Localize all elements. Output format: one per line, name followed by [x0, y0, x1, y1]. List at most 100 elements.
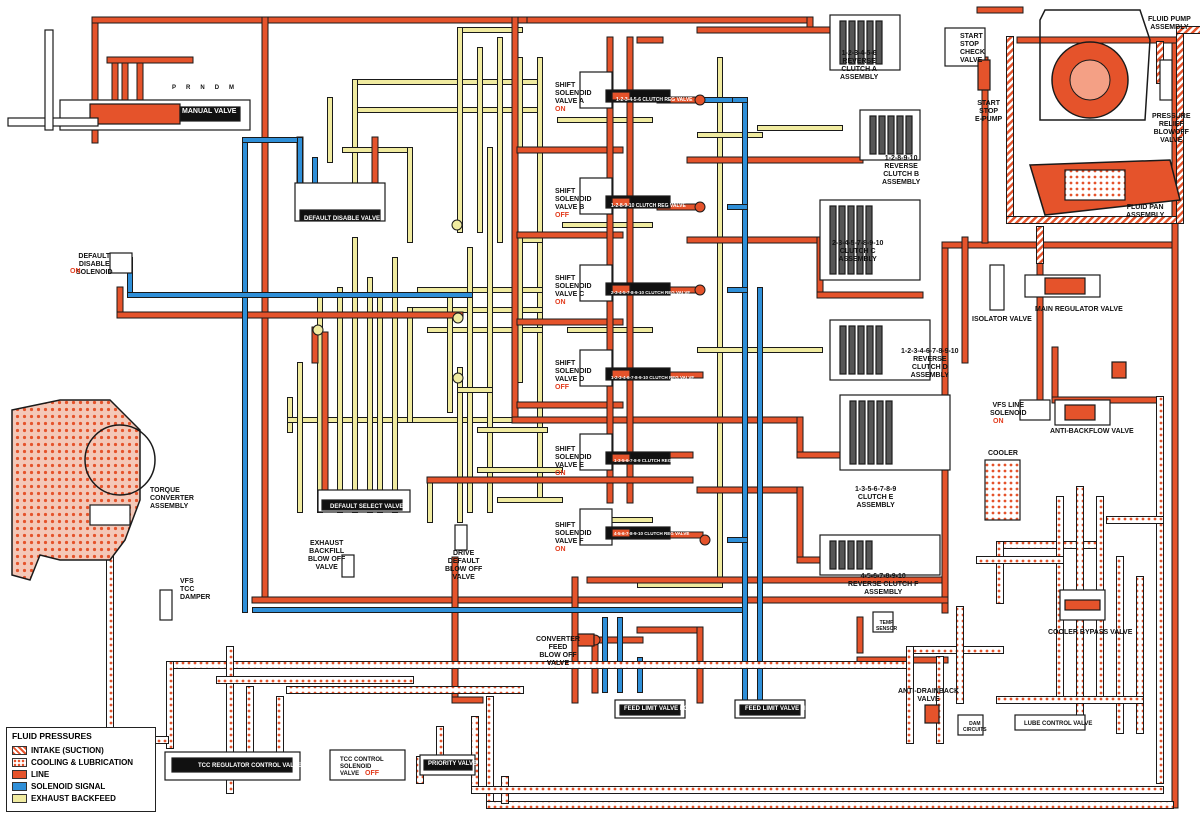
fluid-pan-filter [1064, 169, 1126, 201]
cooler-core [984, 459, 1021, 521]
clutch-housing [839, 394, 951, 471]
cooler-bypass-label: COOLER BYPASS VALVE [1048, 629, 1133, 636]
clutch-plate [875, 20, 883, 65]
clutch-plate [875, 325, 883, 375]
exhaust-backfill-body [341, 554, 355, 578]
torque-converter-body [11, 399, 141, 581]
tcc-regulator-spool [171, 757, 293, 773]
lube-control-housing [1014, 714, 1086, 731]
clutch-reg-valve-e: 1-3-5-6-7-8-9 CLUTCH REG VALVE [614, 458, 687, 463]
pos-p: P [172, 85, 187, 91]
clutch-reg-valve-f: 4-5-6-7-8-9-10 CLUTCH REG VALVE [614, 531, 690, 536]
feed-limit-low-spool [619, 704, 681, 716]
clutch-plate [847, 540, 855, 570]
manual-valve-label: MANUAL VALVE [182, 108, 237, 115]
clutch-reg-valve-land [611, 284, 631, 294]
clutch-plate [866, 20, 874, 65]
drive-default-body [454, 524, 468, 551]
torque-converter-hub [89, 504, 131, 526]
tcc-control-state: OFF [365, 770, 379, 777]
vfs-line-state: ON [993, 418, 1004, 425]
clutch-plate [905, 115, 913, 155]
clutch-plate [887, 115, 895, 155]
pos-r: R [186, 85, 201, 91]
cooler-bypass-spool [1064, 599, 1101, 611]
clutch-plate [838, 540, 846, 570]
default-disable-valve-label: DEFAULT DISABLE VALVE [304, 216, 381, 222]
fluid-pump-case [1039, 9, 1151, 121]
main-regulator-label: MAIN REGULATOR VALVE [1035, 306, 1123, 313]
clutch-plate [839, 325, 847, 375]
tcc-regulator-label: TCC REGULATOR CONTROL VALVE [198, 763, 302, 769]
start-stop-pump [977, 59, 991, 91]
legend-item-intake: INTAKE (SUCTION) [12, 746, 104, 755]
clutch-plate [839, 20, 847, 65]
clutch-reg-valve-b: 1-2-8-9-10 CLUTCH REG VALVE [611, 203, 686, 209]
manual-valve-link [44, 29, 54, 131]
clutch-plate [867, 400, 875, 465]
passage-node [694, 201, 706, 213]
default-disable-solenoid [109, 252, 133, 274]
manual-valve-positions: PRNDM [172, 84, 244, 92]
pos-n: N [200, 85, 215, 91]
converter-feed-valve [577, 633, 595, 647]
anti-drainback-body [924, 704, 940, 724]
clutch-plate [856, 205, 864, 275]
clutch-plate [829, 205, 837, 275]
isolator-valve-body [989, 264, 1005, 311]
legend-item-exhaust: EXHAUST BACKFEED [12, 794, 116, 803]
lube-control-label: LUBE CONTROL VALVE [1024, 721, 1093, 727]
priority-valve-label: PRIORITY VALVE [428, 761, 478, 767]
legend-item-solenoid: SOLENOID SIGNAL [12, 782, 105, 791]
clutch-reg-valve-land [611, 197, 631, 207]
pos-m: M [229, 85, 245, 91]
clutch-reg-valve-d: 1-2-3-4-6-7-8-9-10 CLUTCH REG VALVE [611, 375, 695, 380]
clutch-plate [857, 325, 865, 375]
clutch-plate [849, 400, 857, 465]
clutch-plate [876, 400, 884, 465]
default-select-valve-spool [321, 499, 403, 511]
clutch-plate [829, 540, 837, 570]
clutch-plate [857, 20, 865, 65]
legend-item-cooling: COOLING & LUBRICATION [12, 758, 133, 767]
vfs-damper-body [159, 589, 173, 621]
legend-item-line: LINE [12, 770, 49, 779]
feed-limit-low-label: FEED LIMIT VALVE LOW [624, 706, 694, 712]
clutch-plate [869, 115, 877, 155]
clutch-reg-valve-c: 2-3-4-5-7-8-9-10 CLUTCH REG VALVE [611, 290, 691, 295]
passage-node [451, 219, 463, 231]
clutch-plate [865, 540, 873, 570]
fluid-pressures-legend: FLUID PRESSURES INTAKE (SUCTION) COOLING… [6, 727, 156, 812]
passage-node [694, 94, 706, 106]
clutch-plate [878, 115, 886, 155]
passage-node [452, 312, 464, 324]
clutch-plate [848, 20, 856, 65]
clutch-plate [896, 115, 904, 155]
passage-node [312, 324, 324, 336]
default-select-valve-label: DEFAULT SELECT VALVE [330, 504, 404, 510]
dam-circuits-box [957, 714, 984, 736]
isolator-valve-label: ISOLATOR VALVE [972, 316, 1032, 323]
clutch-plate [838, 205, 846, 275]
clutch-housing [819, 534, 941, 576]
